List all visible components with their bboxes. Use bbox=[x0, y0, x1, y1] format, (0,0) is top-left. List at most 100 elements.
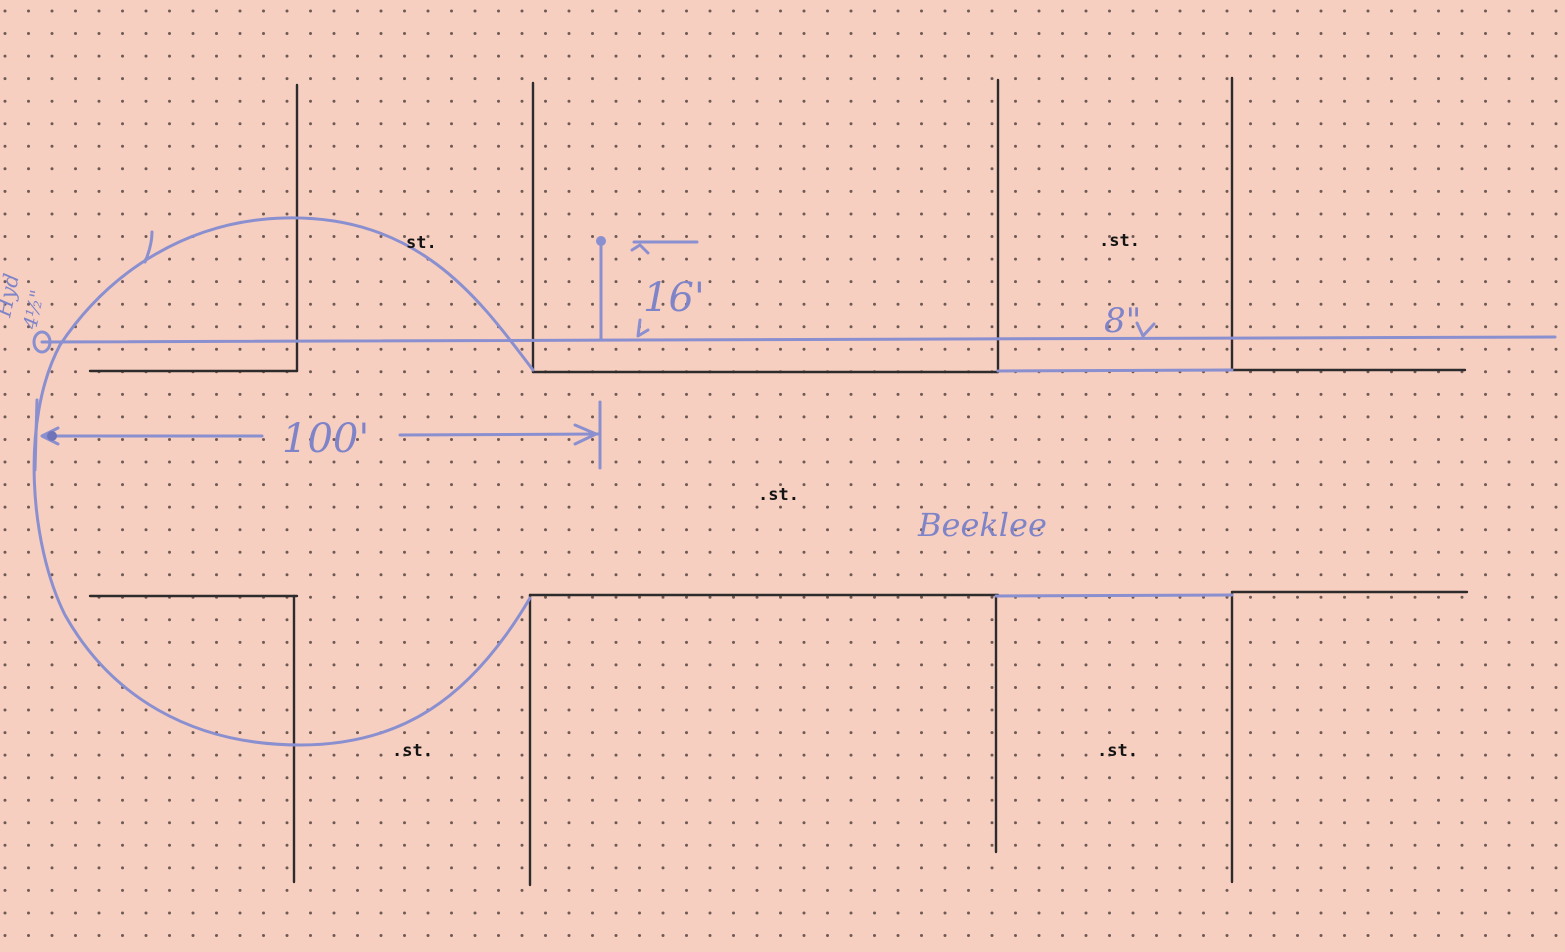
grid-dot bbox=[3, 325, 7, 329]
grid-dot bbox=[1155, 731, 1158, 735]
grid-dot bbox=[3, 911, 7, 915]
grid-dot bbox=[497, 483, 500, 487]
grid-dot bbox=[121, 573, 124, 577]
grid-dot bbox=[1131, 573, 1135, 577]
grid-dot bbox=[27, 528, 30, 532]
grid-dot bbox=[1390, 640, 1393, 644]
grid-dot bbox=[238, 866, 242, 870]
grid-dot bbox=[1343, 776, 1346, 780]
grid-dot bbox=[285, 843, 289, 847]
grid-dot bbox=[27, 347, 30, 351]
grid-dot bbox=[591, 528, 594, 532]
grid-dot bbox=[426, 122, 430, 126]
grid-dot bbox=[27, 99, 30, 103]
grid-dot bbox=[1319, 392, 1323, 396]
grid-dot bbox=[1460, 325, 1464, 329]
grid-dot bbox=[1296, 618, 1299, 622]
grid-dot bbox=[896, 888, 900, 892]
grid-dot bbox=[1061, 54, 1064, 58]
grid-dot bbox=[144, 54, 148, 58]
grid-dot bbox=[1249, 460, 1252, 464]
grid-dot bbox=[732, 483, 735, 487]
grid-dot bbox=[614, 257, 618, 261]
grid-dot bbox=[1413, 415, 1417, 419]
grid-dot bbox=[3, 528, 7, 532]
grid-dot bbox=[238, 99, 242, 103]
grid-dot bbox=[614, 731, 618, 735]
grid-dot bbox=[1084, 460, 1088, 464]
grid-dot bbox=[1554, 640, 1558, 644]
grid-dot bbox=[520, 753, 524, 757]
grid-dot bbox=[708, 888, 712, 892]
grid-dot bbox=[403, 302, 406, 306]
grid-dot bbox=[1178, 640, 1182, 644]
grid-dot bbox=[168, 347, 171, 351]
grid-dot bbox=[121, 866, 124, 870]
grid-dot bbox=[144, 415, 148, 419]
grid-dot bbox=[1437, 325, 1440, 329]
grid-dot bbox=[450, 415, 453, 419]
grid-dot bbox=[1131, 731, 1135, 735]
grid-dot bbox=[826, 911, 829, 915]
grid-dot bbox=[27, 505, 30, 509]
grid-dot bbox=[1531, 99, 1534, 103]
grid-dot bbox=[1390, 573, 1393, 577]
grid-dot bbox=[332, 888, 336, 892]
grid-dot bbox=[1413, 663, 1417, 667]
grid-dot bbox=[1390, 212, 1393, 216]
grid-dot bbox=[591, 257, 594, 261]
grid-dot bbox=[97, 708, 101, 712]
grid-dot bbox=[379, 122, 383, 126]
grid-dot bbox=[1178, 325, 1182, 329]
grid-dot bbox=[473, 618, 477, 622]
grid-dot bbox=[1108, 460, 1111, 464]
grid-dot bbox=[309, 77, 312, 81]
grid-dot bbox=[1202, 821, 1205, 825]
offset-point bbox=[596, 236, 606, 246]
grid-dot bbox=[1507, 347, 1511, 351]
grid-dot bbox=[614, 505, 618, 509]
grid-dot bbox=[638, 189, 641, 193]
grid-dot bbox=[1390, 776, 1393, 780]
grid-dot bbox=[1155, 257, 1158, 261]
grid-dot bbox=[685, 708, 688, 712]
grid-dot bbox=[1155, 708, 1158, 712]
grid-dot bbox=[473, 731, 477, 735]
grid-dot bbox=[1108, 618, 1111, 622]
grid-dot bbox=[967, 550, 970, 554]
grid-dot bbox=[309, 302, 312, 306]
grid-dot bbox=[1202, 708, 1205, 712]
grid-dot bbox=[849, 99, 853, 103]
grid-dot bbox=[1249, 798, 1252, 802]
grid-dot bbox=[1507, 505, 1511, 509]
grid-dot bbox=[920, 798, 923, 802]
grid-dot bbox=[920, 753, 923, 757]
grid-dot bbox=[567, 595, 571, 599]
grid-dot bbox=[191, 573, 195, 577]
grid-dot bbox=[27, 821, 30, 825]
grid-dot bbox=[920, 438, 923, 441]
grid-dot bbox=[426, 460, 430, 464]
grid-dot bbox=[755, 663, 759, 667]
grid-dot bbox=[638, 776, 641, 780]
grid-dot bbox=[168, 235, 171, 238]
grid-dot bbox=[50, 595, 54, 599]
grid-dot bbox=[661, 595, 665, 599]
grid-dot bbox=[1319, 77, 1323, 81]
grid-dot bbox=[1061, 257, 1064, 261]
grid-dot bbox=[896, 302, 900, 306]
grid-dot bbox=[3, 843, 7, 847]
grid-dot bbox=[591, 798, 594, 802]
grid-dot bbox=[1202, 9, 1205, 13]
grid-dot bbox=[1225, 776, 1229, 780]
grid-dot bbox=[544, 753, 547, 757]
grid-dot bbox=[1390, 235, 1393, 238]
grid-dot bbox=[1178, 212, 1182, 216]
grid-dot bbox=[332, 122, 336, 126]
grid-dot bbox=[450, 776, 453, 780]
grid-dot bbox=[1460, 505, 1464, 509]
grid-dot bbox=[638, 934, 641, 937]
grid-dot bbox=[285, 347, 289, 351]
grid-dot bbox=[1061, 753, 1064, 757]
grid-dot bbox=[1061, 821, 1064, 825]
